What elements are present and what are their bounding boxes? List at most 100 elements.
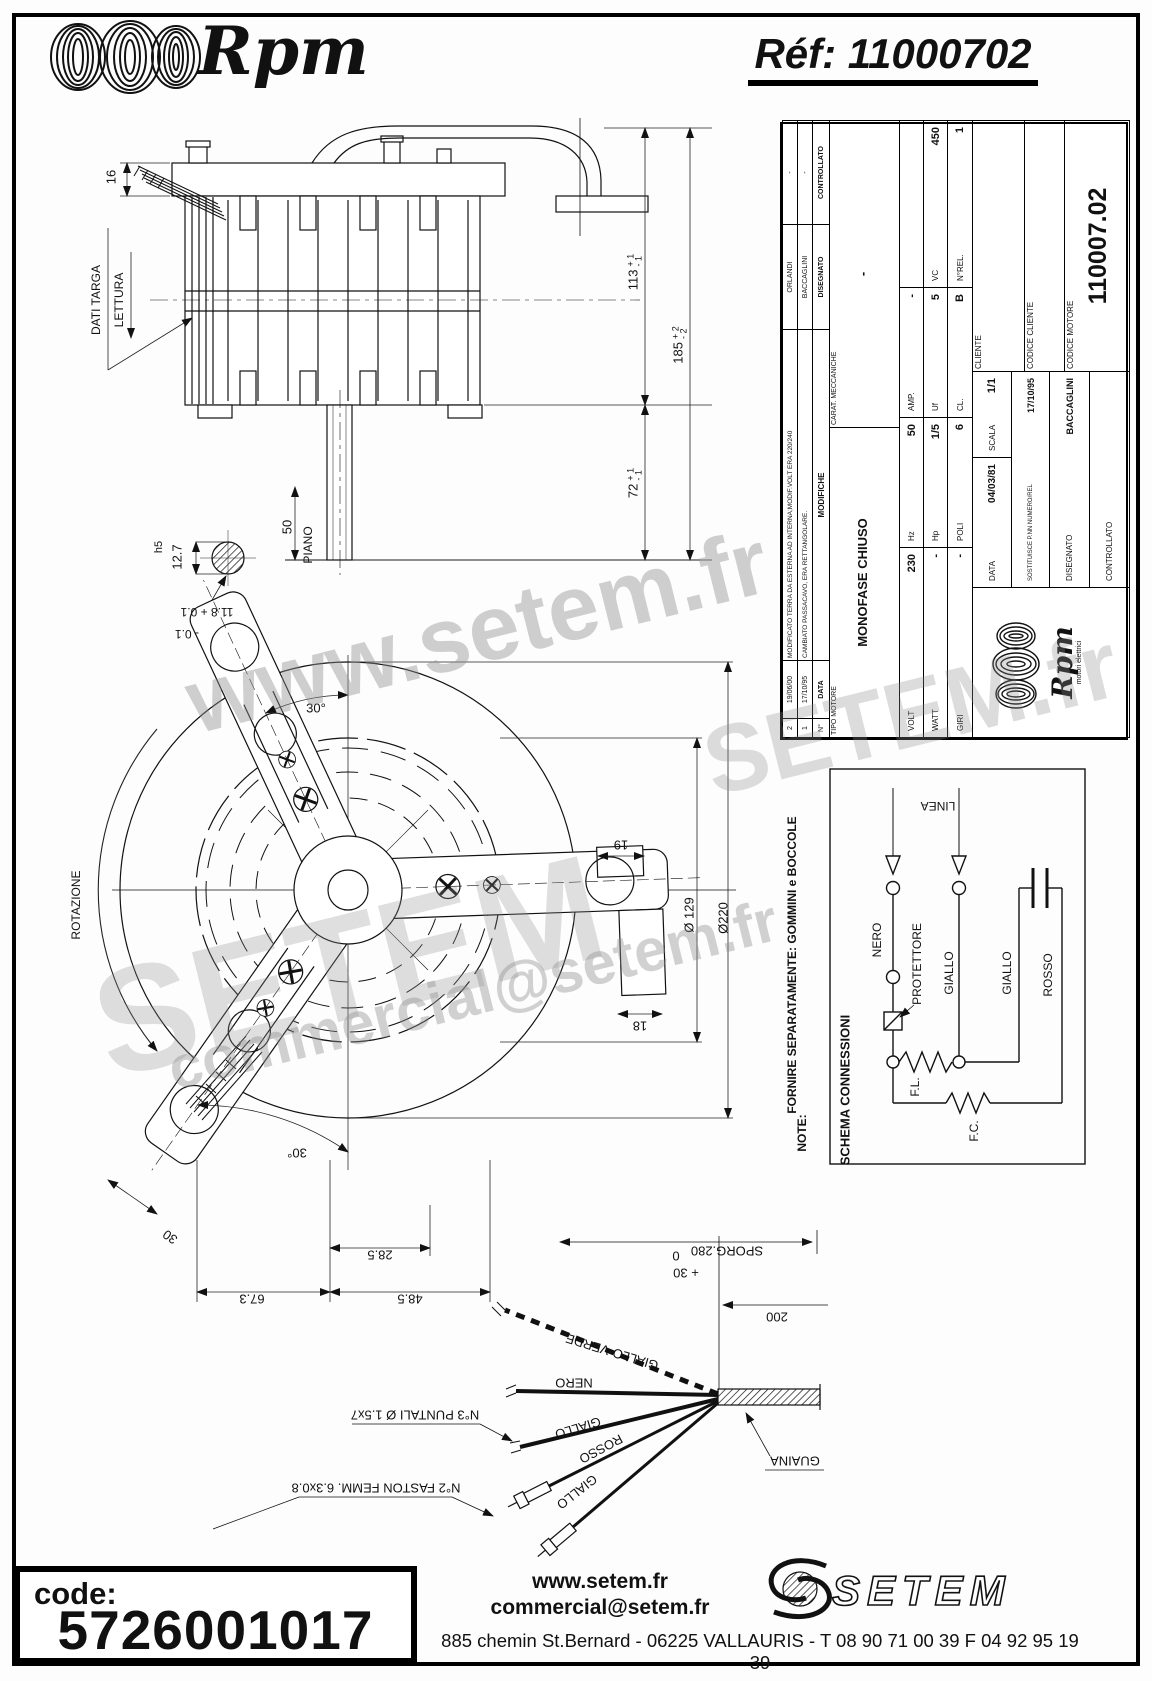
dim-diameter-220: Ø220	[715, 902, 731, 934]
vc-label: VC	[931, 269, 940, 281]
motor-side-view	[133, 118, 700, 575]
cl-value: B	[954, 294, 966, 302]
hz-label: Hz	[907, 531, 916, 541]
dim-113: 113 + 1- 1	[625, 254, 644, 291]
schema-note-text: FORNIRE SEPARATAMENTE: GOMMINI e BOCCOLE	[785, 816, 799, 1114]
dim-72: 72 + 1- 1	[625, 468, 643, 499]
wire-label-nero: NERO	[555, 1375, 593, 1391]
rev2-number: 2	[786, 726, 794, 730]
footer-email: commercial@setem.fr	[490, 1596, 710, 1619]
label-piano: PIANO	[301, 526, 315, 564]
rev-header-disegnato: DISEGNATO	[817, 256, 825, 298]
rev-header-controllato: CONTROLLATO	[817, 146, 825, 200]
dim-diameter-129: Ø 129	[681, 897, 697, 933]
rev1-number: 1	[801, 726, 809, 730]
disegnato-label: DISEGNATO	[1065, 534, 1074, 581]
nrel-value: 1	[954, 127, 966, 134]
codice-motore-value: 110007.02	[1083, 187, 1112, 305]
scala-label: SCALA	[987, 424, 997, 451]
amp-value: -	[905, 294, 918, 298]
schema-label-linea: LINEA	[920, 799, 956, 813]
disegnato-value: BACCAGLINI	[1064, 378, 1075, 435]
dim-11-8: 11.8 + 0.1	[180, 605, 234, 619]
code-label: code:	[34, 1576, 117, 1611]
watt-value: -	[929, 554, 942, 558]
data-value: 04/03/81	[986, 464, 998, 503]
dim-50: 50	[279, 519, 295, 535]
dim-72-tolerance: + 1- 1	[625, 468, 643, 481]
rev2-description: MODIFICATO TERRA DA ESTERNA AD INTERNA;M…	[787, 430, 794, 658]
schema-note-label: NOTE:	[795, 1114, 809, 1152]
dim-12-7: 12.7	[169, 544, 185, 570]
dim-sporg-280: SPORG.280	[690, 1243, 764, 1259]
rev2-date: 19/06/00	[786, 675, 794, 704]
sheet-frame	[12, 13, 1140, 1666]
dim-48-5: 48.5	[397, 1291, 423, 1307]
schema-label-protettore: PROTETTORE	[910, 923, 924, 1005]
schema-label-rosso: ROSSO	[1041, 953, 1055, 997]
dim-185: 185+ 2- 2	[670, 326, 689, 363]
rpm-logo-coils	[50, 20, 201, 94]
tipo-motore-label: TIPO MOTORE	[831, 686, 838, 735]
schema-label-giallo-1: GIALLO	[942, 951, 956, 995]
dim-113-tolerance: + 1- 1	[625, 254, 644, 267]
label-rotazione: ROTAZIONE	[69, 870, 83, 940]
rev1-date: 17/10/95	[801, 675, 809, 704]
poli-value: 6	[954, 424, 966, 431]
sostituisce-value: 17/10/95	[1025, 378, 1036, 414]
hz-value: 50	[905, 424, 918, 437]
dim-185-tol-minus: - 2	[678, 328, 689, 340]
volt-label: VOLT	[907, 710, 916, 731]
giri-label: GIRI	[955, 714, 965, 731]
label-lettura: LETTURA	[112, 272, 126, 328]
footer-address: 885 chemin St.Bernard - 06225 VALLAURIS …	[441, 1630, 1079, 1673]
rev-header-modifiche: MODIFICHE	[816, 472, 826, 518]
nrel-label: N°REL.	[955, 254, 965, 281]
schema-title: SCHEMA CONNESSIONI	[837, 1014, 853, 1166]
code-value: 5726001017	[57, 1599, 374, 1661]
dim-sporg-zero: 0	[672, 1248, 680, 1264]
rev2-checked-by: -	[786, 171, 794, 174]
scala-value: 1/1	[986, 378, 998, 394]
label-dati-targa: DATI TARGA	[89, 264, 103, 336]
setem-logo: SETEM	[768, 1558, 1005, 1619]
amp-label: AMP.	[907, 392, 916, 411]
front-view-dimensions	[97, 661, 733, 1302]
dim-19: 19	[613, 837, 629, 853]
schema-label-fc: F.C.	[967, 1120, 981, 1142]
hp-value: 1/5	[929, 424, 942, 440]
vc-value: 450	[929, 127, 942, 146]
rev-header-number: N°	[817, 724, 825, 732]
cl-label: CL.	[955, 398, 965, 411]
titleblock-rpm-sub: motori elettrici	[1076, 640, 1083, 685]
uf-label: Uf	[931, 403, 940, 411]
codice-motore-label: CODICE MOTORE	[1066, 300, 1075, 369]
watt-label: WATT	[931, 709, 940, 731]
dim-67-3: 67.3	[239, 1291, 265, 1307]
titleblock-rpm-brand: Rpm	[1046, 626, 1079, 699]
rev2-drawn-by: ORLANDI	[786, 261, 794, 293]
footer-site: www.setem.fr	[532, 1570, 668, 1593]
uf-value: 5	[929, 294, 942, 301]
poli-label: POLI	[955, 522, 965, 541]
motor-front-view	[112, 579, 736, 1171]
code-box: code: 5726001017	[14, 1566, 417, 1664]
hp-label: Hp	[931, 530, 940, 541]
dim-11-8-minus: - 0.1	[174, 627, 200, 641]
data-label: DATA	[987, 560, 997, 581]
dim-16: 16	[103, 169, 119, 185]
rev-header-date: DATA	[817, 680, 825, 699]
rev1-drawn-by: BACCAGLINI	[801, 255, 809, 299]
label-faston: N°2 FASTON FEMM. 6.3x0.8	[291, 1480, 461, 1496]
carat-meccaniche-label: CARAT. MECCANICHE	[831, 351, 838, 425]
dim-113-tol-minus: - 1	[633, 256, 644, 267]
dim-113-value: 113	[625, 269, 641, 291]
title-block: 2 19/06/00 MODIFICATO TERRA DA ESTERNA A…	[780, 120, 1130, 740]
rev1-description: CAMBIATO PASSACAVO, ERA RETTANGOLARE.	[802, 510, 809, 658]
dim-72-value: 72	[625, 483, 641, 499]
schema-label-giallo-2: GIALLO	[1000, 951, 1014, 995]
dim-200: 200	[766, 1309, 788, 1325]
schema-label-fl: F.L.	[908, 1077, 922, 1097]
